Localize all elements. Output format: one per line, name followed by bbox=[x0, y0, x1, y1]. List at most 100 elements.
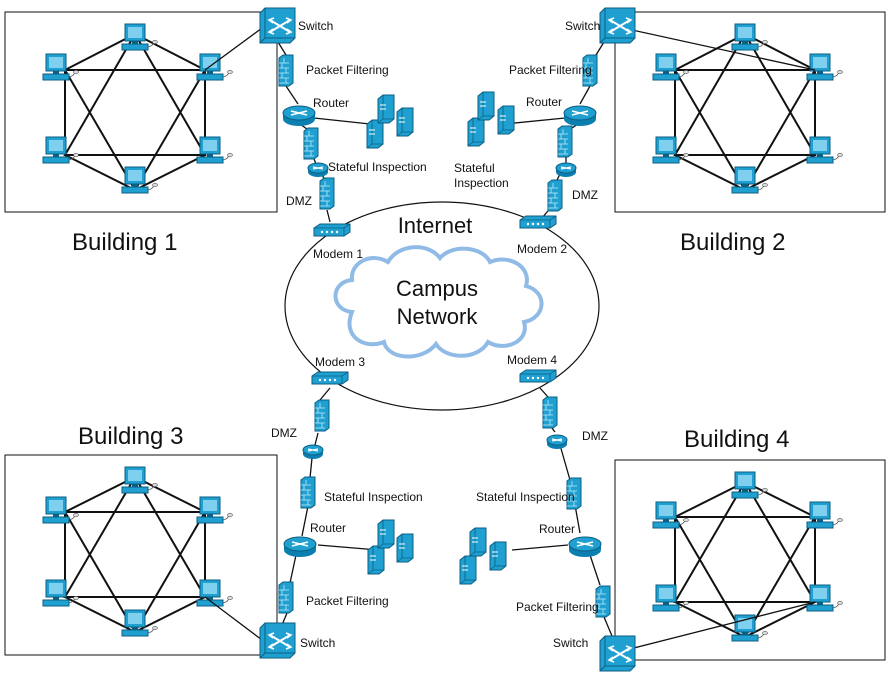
b4-dmz-label: DMZ bbox=[582, 429, 608, 443]
building-2-box bbox=[614, 11, 886, 213]
b4-switch-label: Switch bbox=[553, 636, 588, 650]
b2-packet-label: Packet Filtering bbox=[509, 63, 592, 77]
building-1-label: Building 1 bbox=[72, 229, 177, 256]
b1-dmz-label: DMZ bbox=[286, 194, 312, 208]
router-icon bbox=[563, 105, 597, 127]
computer-icon bbox=[806, 136, 843, 164]
modem-icon bbox=[519, 215, 557, 229]
computer-icon bbox=[196, 579, 233, 607]
building-1-box bbox=[4, 11, 278, 213]
computer-icon bbox=[806, 53, 843, 81]
server-icon bbox=[469, 527, 487, 557]
switch-icon bbox=[599, 635, 636, 672]
server-icon bbox=[396, 533, 414, 563]
b4-packet-label: Packet Filtering bbox=[516, 600, 599, 614]
computer-icon bbox=[731, 23, 768, 51]
b3-dmz-label: DMZ bbox=[271, 426, 297, 440]
server-icon bbox=[367, 545, 385, 575]
building-3-mesh bbox=[63, 475, 207, 634]
computer-icon bbox=[731, 166, 768, 194]
building-1-devices bbox=[259, 7, 414, 237]
server-icon bbox=[377, 519, 395, 549]
b2-switch-label: Switch bbox=[565, 19, 600, 33]
server-icon bbox=[377, 94, 395, 124]
computer-icon bbox=[731, 471, 768, 499]
b2-stateful-label-line2: Inspection bbox=[454, 176, 509, 190]
building-2-label: Building 2 bbox=[680, 229, 785, 256]
switch-icon bbox=[259, 622, 296, 659]
computer-icon bbox=[42, 53, 79, 81]
firewall-icon bbox=[300, 476, 316, 509]
firewall-icon bbox=[547, 179, 563, 212]
b2-dmz-label: DMZ bbox=[572, 188, 598, 202]
switch-icon bbox=[599, 7, 636, 44]
building-3-devices bbox=[259, 371, 414, 659]
firewall-icon bbox=[303, 127, 319, 160]
b4-modem-label: Modem 4 bbox=[507, 353, 557, 367]
building-4-mesh bbox=[673, 480, 817, 639]
router-icon bbox=[568, 536, 602, 558]
server-icon bbox=[489, 541, 507, 571]
switch-icon bbox=[259, 7, 296, 44]
connection-lines bbox=[204, 27, 816, 651]
internet-ellipse bbox=[284, 201, 600, 411]
firewall-icon bbox=[314, 399, 330, 432]
b1-router-label: Router bbox=[313, 96, 349, 110]
router-icon bbox=[555, 162, 577, 178]
computer-icon bbox=[196, 496, 233, 524]
firewall-icon bbox=[542, 396, 558, 429]
b4-stateful-label: Stateful Inspection bbox=[476, 490, 575, 504]
b2-stateful-label-line1: Stateful bbox=[454, 161, 495, 175]
b1-stateful-label: Stateful Inspection bbox=[328, 160, 427, 174]
router-icon bbox=[283, 536, 317, 558]
server-icon bbox=[366, 119, 384, 149]
server-icon bbox=[497, 105, 515, 135]
computer-icon bbox=[42, 496, 79, 524]
building-4-label: Building 4 bbox=[684, 426, 789, 453]
b2-modem-label: Modem 2 bbox=[517, 242, 567, 256]
computer-icon bbox=[806, 584, 843, 612]
b3-modem-label: Modem 3 bbox=[315, 355, 365, 369]
cloud-icon bbox=[333, 245, 544, 359]
b3-switch-label: Switch bbox=[300, 636, 335, 650]
b3-packet-label: Packet Filtering bbox=[306, 594, 389, 608]
modem-icon bbox=[311, 371, 349, 385]
firewall-icon bbox=[278, 581, 294, 614]
b1-packet-label: Packet Filtering bbox=[306, 63, 389, 77]
internet-label: Internet bbox=[398, 213, 473, 238]
cloud-label-line1: Campus bbox=[396, 276, 478, 301]
firewall-icon bbox=[278, 54, 294, 87]
b3-router-label: Router bbox=[310, 521, 346, 535]
computer-icon bbox=[652, 501, 689, 529]
building-4-devices bbox=[459, 369, 636, 672]
modem-icon bbox=[519, 369, 557, 383]
building-3-label: Building 3 bbox=[78, 423, 183, 450]
computer-icon bbox=[652, 53, 689, 81]
computer-icon bbox=[196, 136, 233, 164]
server-icon bbox=[459, 555, 477, 585]
b2-router-label: Router bbox=[526, 95, 562, 109]
cloud-label-line2: Network bbox=[397, 304, 479, 329]
b3-stateful-label: Stateful Inspection bbox=[324, 490, 423, 504]
computer-icon bbox=[196, 53, 233, 81]
b1-modem-label: Modem 1 bbox=[313, 247, 363, 261]
firewall-icon bbox=[319, 177, 335, 210]
router-icon bbox=[307, 162, 329, 178]
router-icon bbox=[546, 434, 568, 450]
firewall-icon bbox=[557, 125, 573, 158]
computer-icon bbox=[121, 466, 158, 494]
computer-icon bbox=[121, 166, 158, 194]
server-icon bbox=[467, 117, 485, 147]
b4-router-label: Router bbox=[539, 522, 575, 536]
computer-icon bbox=[806, 501, 843, 529]
modem-icon bbox=[313, 223, 351, 237]
b1-switch-label: Switch bbox=[298, 19, 333, 33]
router-icon bbox=[302, 444, 324, 460]
building-3-box bbox=[4, 454, 278, 656]
router-icon bbox=[282, 105, 316, 127]
server-icon bbox=[396, 107, 414, 137]
server-icon bbox=[477, 91, 495, 121]
building-4-box bbox=[614, 459, 886, 661]
computer-icon bbox=[121, 23, 158, 51]
